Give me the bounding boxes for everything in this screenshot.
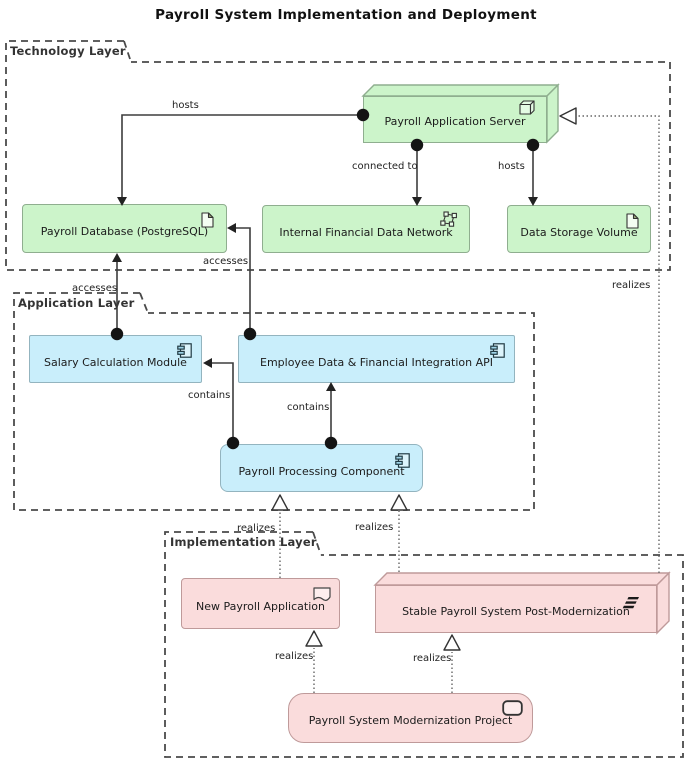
node-label: Stable Payroll System Post-Modernization bbox=[402, 604, 630, 618]
node-label: Internal Financial Data Network bbox=[279, 225, 453, 239]
edge-label-realizes: realizes bbox=[612, 280, 651, 291]
node-label: Payroll System Modernization Project bbox=[308, 713, 513, 727]
edge-label-realizes: realizes bbox=[413, 653, 452, 664]
node-payroll-processing-component[interactable]: Payroll Processing Component bbox=[220, 444, 423, 492]
junction-dots bbox=[110, 108, 540, 450]
edge-label-realizes: realizes bbox=[237, 523, 276, 534]
component-icon bbox=[395, 453, 410, 468]
node-stable-payroll-system-post-modernization[interactable]: Stable Payroll System Post-Modernization bbox=[375, 585, 657, 633]
node-label: Employee Data & Financial Integration AP… bbox=[260, 355, 493, 369]
node-label: Payroll Database (PostgreSQL) bbox=[40, 225, 209, 239]
node-label: Salary Calculation Module bbox=[44, 355, 187, 369]
edge-label-accesses: accesses bbox=[203, 256, 249, 267]
edge-realizes-plateau-server bbox=[578, 115, 660, 573]
edge-label-accesses: accesses bbox=[72, 283, 118, 294]
edge-label-contains: contains bbox=[188, 390, 231, 401]
plateau-icon bbox=[622, 597, 639, 609]
node-salary-calculation-module[interactable]: Salary Calculation Module bbox=[29, 335, 202, 383]
edge-hosts-database bbox=[121, 114, 363, 198]
network-icon bbox=[440, 211, 457, 227]
node-label: Data Storage Volume bbox=[520, 225, 638, 239]
edge-contains-salary bbox=[209, 362, 234, 443]
node-cube-icon bbox=[519, 100, 535, 115]
edge-label-realizes: realizes bbox=[275, 651, 314, 662]
node-data-storage-volume[interactable]: Data Storage Volume bbox=[507, 205, 651, 253]
component-icon bbox=[490, 343, 505, 358]
node-label: New Payroll Application bbox=[196, 600, 325, 614]
node-internal-financial-data-network[interactable]: Internal Financial Data Network bbox=[262, 205, 470, 253]
implementation-layer-label: Implementation Layer bbox=[170, 535, 317, 549]
node-label: Payroll Application Server bbox=[384, 115, 526, 129]
application-layer-label: Application Layer bbox=[18, 296, 135, 310]
node-payroll-database[interactable]: Payroll Database (PostgreSQL) bbox=[22, 204, 227, 253]
node-new-payroll-application[interactable]: New Payroll Application bbox=[181, 578, 340, 629]
technology-layer-label: Technology Layer bbox=[10, 44, 126, 58]
edge-label-realizes: realizes bbox=[355, 522, 394, 533]
edge-label-connected-to: connected to bbox=[352, 161, 418, 172]
edge-label-hosts: hosts bbox=[498, 161, 525, 172]
component-icon bbox=[177, 343, 192, 358]
diagram-title: Payroll System Implementation and Deploy… bbox=[155, 7, 537, 23]
node-payroll-system-modernization-project[interactable]: Payroll System Modernization Project bbox=[288, 693, 533, 743]
node-employee-data-financial-integration-api[interactable]: Employee Data & Financial Integration AP… bbox=[238, 335, 515, 383]
edge-label-contains: contains bbox=[287, 402, 330, 413]
work-package-icon bbox=[502, 700, 523, 716]
artifact-icon bbox=[626, 213, 639, 229]
edge-accesses-api-database bbox=[233, 227, 251, 334]
deliverable-icon bbox=[313, 587, 331, 601]
node-payroll-application-server[interactable]: Payroll Application Server bbox=[363, 96, 547, 143]
edge-label-hosts: hosts bbox=[172, 100, 199, 111]
node-label: Payroll Processing Component bbox=[238, 464, 405, 478]
artifact-icon bbox=[201, 212, 214, 228]
